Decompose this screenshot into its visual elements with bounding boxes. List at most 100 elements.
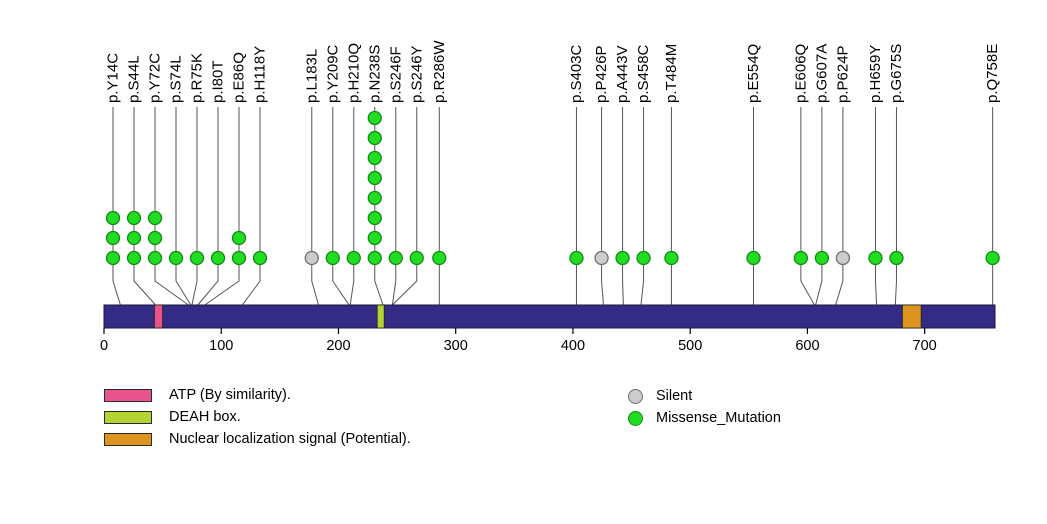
lollipop-stick — [154, 107, 189, 306]
lollipop-stick — [874, 107, 878, 306]
mutation-label: p.S74L — [168, 55, 185, 103]
mutation-label: p.L183L — [303, 49, 320, 103]
mutation-marker — [147, 250, 163, 266]
lollipop-stick — [835, 107, 844, 306]
mutation-marker — [126, 230, 142, 246]
mutation-marker — [868, 250, 883, 266]
mutation-marker — [231, 250, 247, 266]
lollipop-stick — [332, 107, 350, 306]
mutation-marker — [367, 150, 382, 166]
mutation-marker — [432, 250, 447, 266]
mutation-marker — [126, 210, 142, 226]
mutation-marker — [985, 250, 1000, 266]
mutation-label: p.S458C — [635, 44, 652, 103]
mutation-type-legend: Silent Missense_Mutation — [628, 385, 781, 429]
mutation-marker — [304, 250, 319, 266]
lollipop-stick — [391, 107, 397, 306]
axis-tick-label: 400 — [561, 338, 585, 354]
deah-domain-swatch — [104, 410, 152, 424]
axis-tick-label: 200 — [326, 338, 350, 354]
lollipop-stick — [349, 107, 355, 306]
silent-label: Silent — [656, 388, 693, 404]
lollipop-stick — [894, 107, 897, 306]
missense-label: Missense_Mutation — [656, 410, 781, 426]
mutation-marker — [367, 250, 382, 266]
atp-domain-label: ATP (By similarity). — [169, 387, 291, 403]
mutation-marker — [367, 210, 382, 226]
mutation-marker — [367, 230, 382, 246]
lollipop-stick — [640, 107, 645, 306]
mutation-label: p.Q758E — [984, 44, 1001, 103]
legend-item-nls: Nuclear localization signal (Potential). — [104, 428, 411, 450]
mutation-label: p.A443V — [614, 45, 631, 103]
mutation-marker — [105, 230, 121, 246]
lollipop-stick — [392, 107, 418, 306]
nls-domain-swatch — [104, 432, 152, 446]
legend-item-atp: ATP (By similarity). — [104, 384, 411, 406]
mutation-label: p.S403C — [568, 44, 585, 103]
mutation-marker — [636, 250, 651, 266]
mutation-marker — [793, 250, 809, 266]
mutation-label: p.Y72C — [147, 53, 164, 103]
mutation-marker — [367, 190, 382, 206]
mutation-marker — [231, 230, 247, 246]
mutation-marker — [126, 250, 142, 266]
nls-domain-label: Nuclear localization signal (Potential). — [169, 431, 411, 447]
domain-region-1 — [154, 304, 164, 329]
mutation-marker — [664, 250, 679, 266]
deah-domain-label: DEAH box. — [169, 409, 241, 425]
mutation-label: p.R286W — [431, 40, 448, 103]
mutation-marker — [105, 210, 121, 226]
lollipop-stick — [815, 107, 823, 306]
mutation-marker — [210, 250, 226, 266]
protein-backbone — [103, 304, 996, 329]
axis-tick-label: 100 — [209, 338, 233, 354]
mutation-marker — [189, 250, 205, 266]
mutation-label: p.S44L — [126, 55, 143, 103]
lollipop-stick — [622, 107, 624, 306]
lollipop-stick — [204, 107, 240, 306]
mutation-label: p.S246Y — [408, 45, 425, 103]
mutation-marker — [814, 250, 830, 266]
lollipop-stick — [197, 107, 219, 306]
lollipop-stick — [191, 107, 198, 306]
atp-domain-swatch — [104, 388, 152, 402]
legend-item-deah: DEAH box. — [104, 406, 411, 428]
mutation-marker — [168, 250, 184, 266]
mutation-label: p.S246F — [387, 46, 404, 103]
mutation-marker — [835, 250, 851, 266]
mutation-marker — [615, 250, 630, 266]
domain-region-3 — [901, 304, 922, 329]
missense-dot-icon — [628, 410, 643, 426]
mutation-marker — [367, 170, 382, 186]
mutation-marker — [409, 250, 424, 266]
axis-tick-label: 300 — [444, 338, 468, 354]
mutation-label: p.E606Q — [792, 44, 809, 103]
mutation-marker — [147, 210, 163, 226]
mutation-label: p.H118Y — [252, 46, 269, 103]
mutation-label: p.E554Q — [745, 44, 762, 103]
mutation-label: p.G675S — [888, 44, 905, 103]
mutation-label: p.E86Q — [231, 52, 248, 103]
lollipop-stick — [112, 107, 121, 306]
axis-tick-label: 500 — [678, 338, 702, 354]
mutation-label: p.H659Y — [867, 45, 884, 103]
mutation-label: p.P426P — [593, 45, 610, 103]
axis-tick-label: 600 — [795, 338, 819, 354]
mutation-label: p.P624P — [834, 45, 851, 103]
mutation-marker — [367, 110, 382, 126]
lollipop-stick — [311, 107, 320, 306]
mutation-marker — [388, 250, 403, 266]
lollipop-stick — [601, 107, 604, 306]
mutation-marker — [147, 230, 163, 246]
axis-tick-label: 700 — [913, 338, 937, 354]
mutation-marker — [746, 250, 761, 266]
lollipop-stick — [800, 107, 815, 306]
axis-tick-label: 0 — [100, 338, 108, 354]
mutation-marker — [889, 250, 904, 266]
mutation-label: p.R75K — [189, 53, 206, 103]
mutation-label: p.N238S — [366, 45, 383, 103]
mutation-marker — [105, 250, 121, 266]
mutation-marker — [325, 250, 340, 266]
